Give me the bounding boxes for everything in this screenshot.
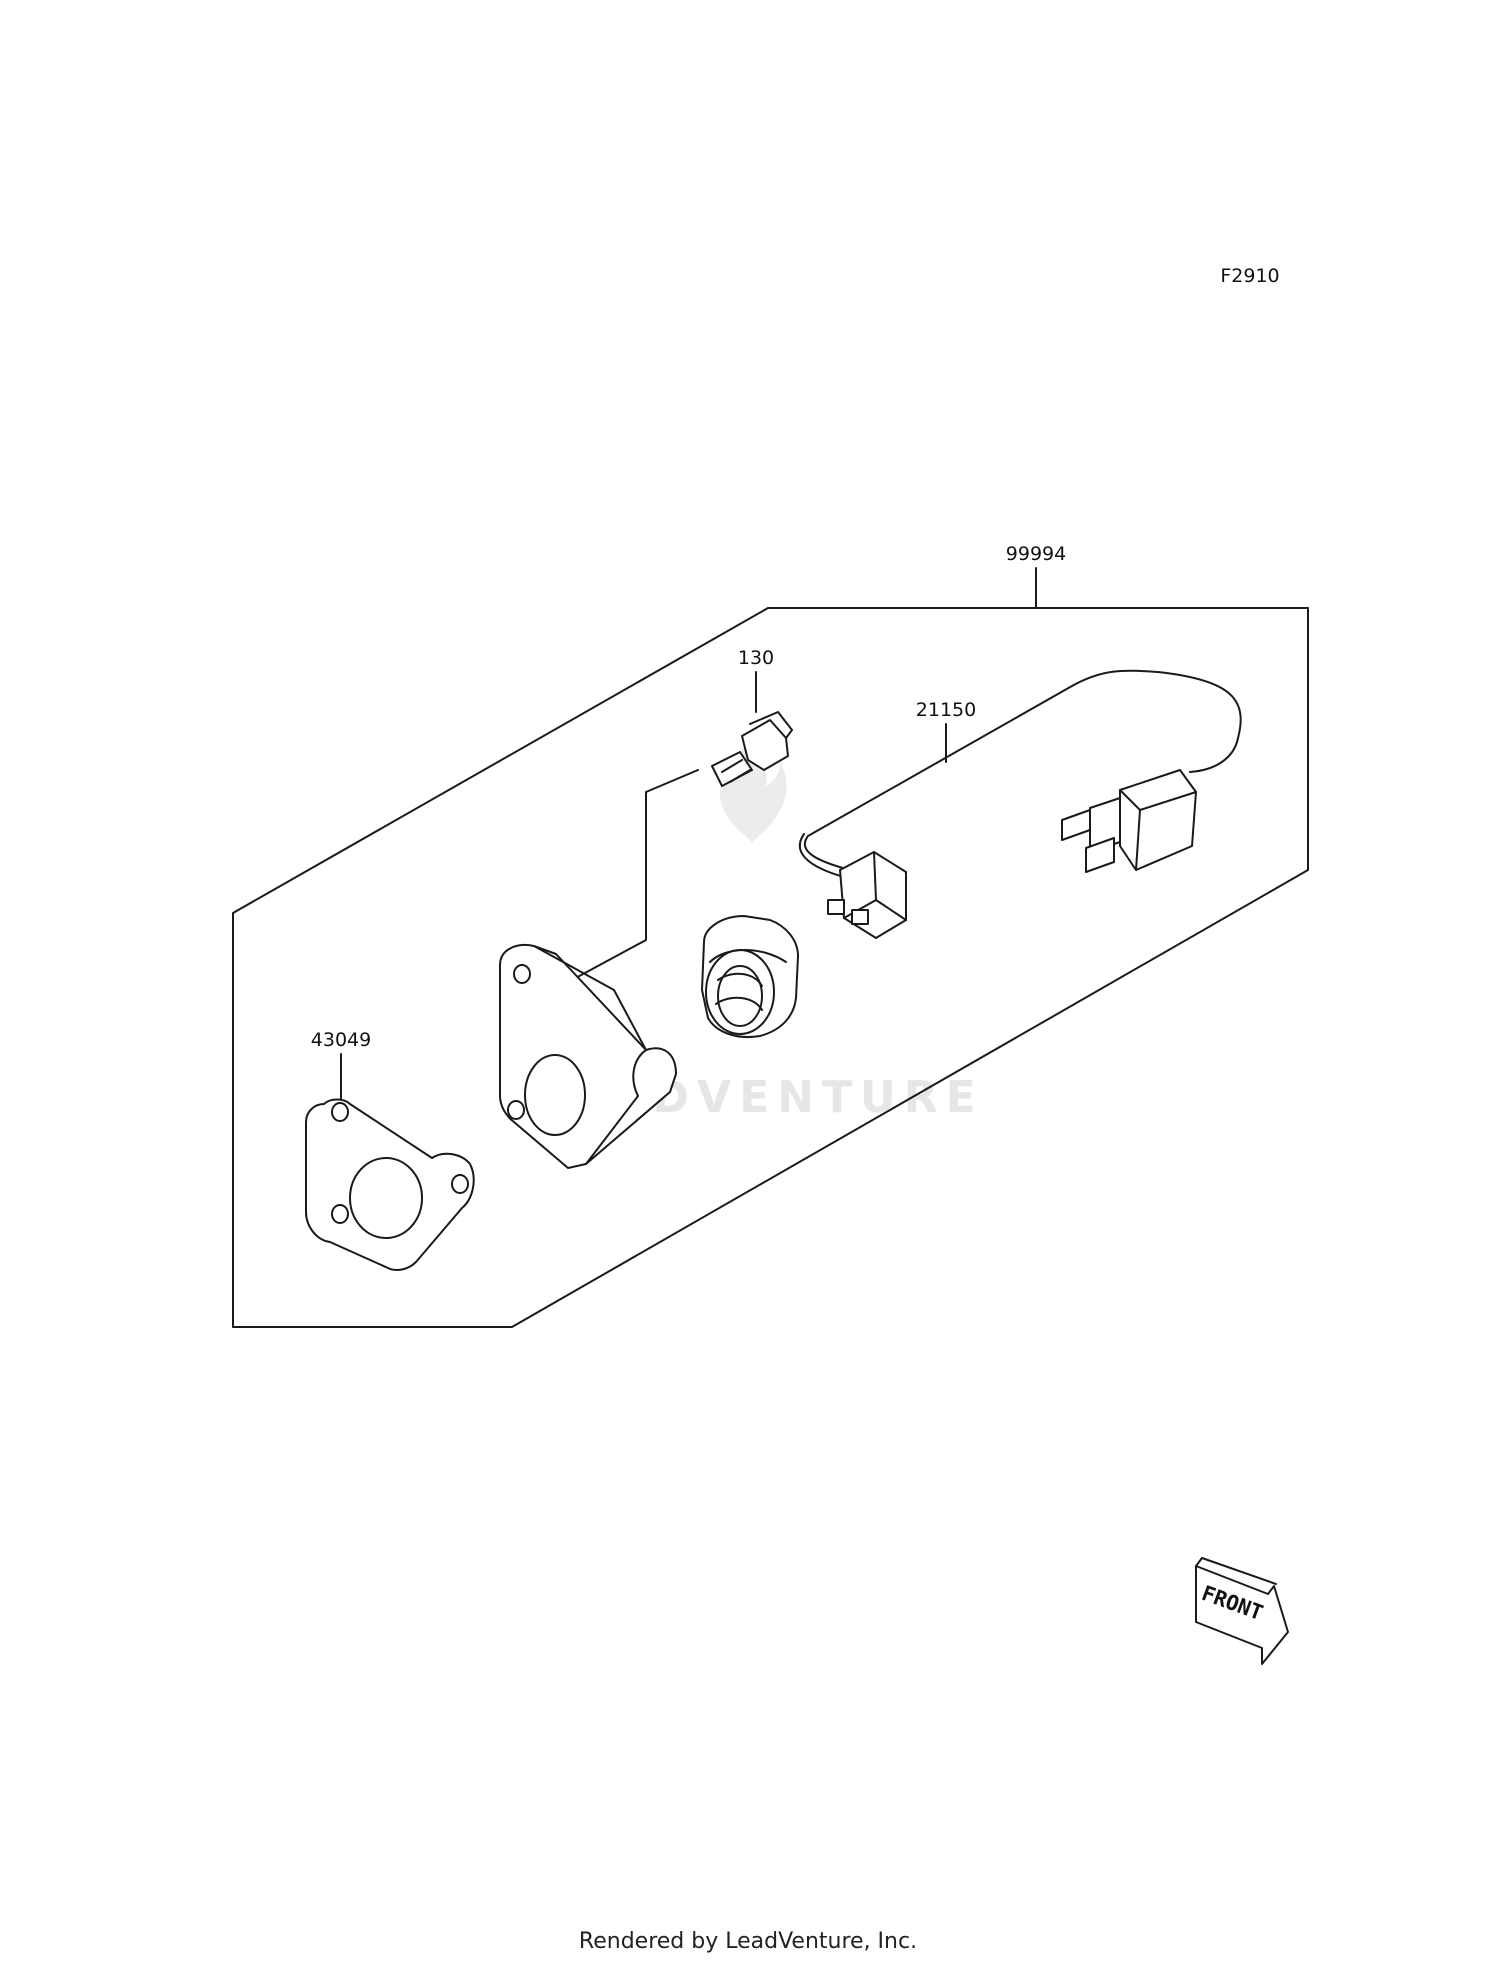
bolt-part[interactable]	[711, 711, 793, 787]
bracket-part[interactable]	[499, 944, 677, 1169]
bolt-assembly-line	[571, 769, 699, 981]
part-label-99994[interactable]: 99994	[1006, 543, 1066, 565]
gasket-part[interactable]	[305, 1098, 475, 1271]
diagram-code: F2910	[1220, 265, 1279, 287]
thermostat-part[interactable]	[701, 915, 799, 1038]
part-label-21150[interactable]: 21150	[916, 699, 976, 721]
footer-credit: Rendered by LeadVenture, Inc.	[579, 1929, 917, 1954]
wire-harness-part[interactable]	[798, 669, 1242, 939]
kit-boundary	[232, 607, 1309, 1328]
part-label-130[interactable]: 130	[738, 647, 774, 669]
front-direction-arrow: FRONT	[1195, 1557, 1289, 1665]
part-label-43049[interactable]: 43049	[311, 1029, 371, 1051]
